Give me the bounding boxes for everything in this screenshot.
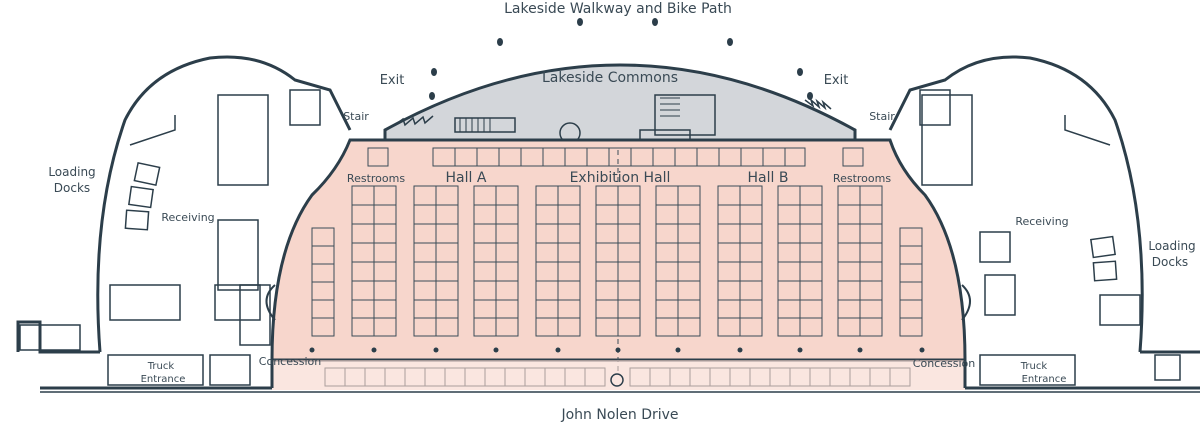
concession-left-booth — [265, 284, 276, 321]
exit-right-edge — [804, 97, 832, 111]
walkway-trees — [429, 18, 813, 100]
loading-docks-left-label-2: Docks — [54, 181, 90, 195]
stair-right-label: Stair — [869, 110, 895, 123]
loading-docks-right-label-1: Loading — [1148, 239, 1195, 253]
exit-right-label: Exit — [824, 73, 849, 88]
lakeside-commons-area — [383, 63, 857, 152]
receiving-right-label: Receiving — [1015, 215, 1068, 228]
main-entrance-icon — [610, 373, 624, 387]
exit-left-edge — [394, 115, 434, 127]
loading-docks-right-label-2: Docks — [1152, 255, 1188, 269]
right-wing — [888, 55, 1200, 390]
receiving-left-label: Receiving — [161, 211, 214, 224]
concession-left-label: Concession — [259, 355, 321, 368]
commons-stair-treads — [459, 97, 680, 132]
stair-left-label: Stair — [343, 110, 369, 123]
booth-rows — [352, 204, 882, 319]
concession-right-label: Concession — [913, 357, 975, 370]
pillars — [309, 347, 925, 353]
truck-entrance-left-label-2: Entrance — [141, 374, 186, 385]
exhibition-hall-label: Exhibition Hall — [570, 170, 671, 186]
truck-entrance-right-label-2: Entrance — [1022, 374, 1067, 385]
restrooms-left-label: Restrooms — [347, 172, 405, 185]
hall-b-label: Hall B — [748, 170, 789, 186]
loading-docks-left-label-1: Loading — [48, 165, 95, 179]
left-dock-bays — [124, 162, 161, 231]
top-booth-strip — [367, 147, 864, 167]
right-wing-rooms — [919, 89, 1181, 386]
booth-columns — [311, 185, 923, 337]
hall-a-label: Hall A — [446, 170, 487, 186]
commons-label: Lakeside Commons — [542, 70, 678, 86]
restrooms-right-label: Restrooms — [833, 172, 891, 185]
street-label: John Nolen Drive — [560, 407, 678, 423]
concession-right-booth — [961, 284, 971, 321]
walkway-label: Lakeside Walkway and Bike Path — [504, 1, 732, 17]
truck-entrance-right-label-1: Truck — [1020, 361, 1048, 372]
left-wing — [16, 55, 352, 390]
lower-hall-band — [272, 360, 965, 390]
exit-left-label: Exit — [380, 73, 405, 88]
left-wing-rooms — [19, 89, 321, 386]
right-dock-bays — [1090, 235, 1118, 282]
truck-entrance-left-label-1: Truck — [147, 361, 175, 372]
